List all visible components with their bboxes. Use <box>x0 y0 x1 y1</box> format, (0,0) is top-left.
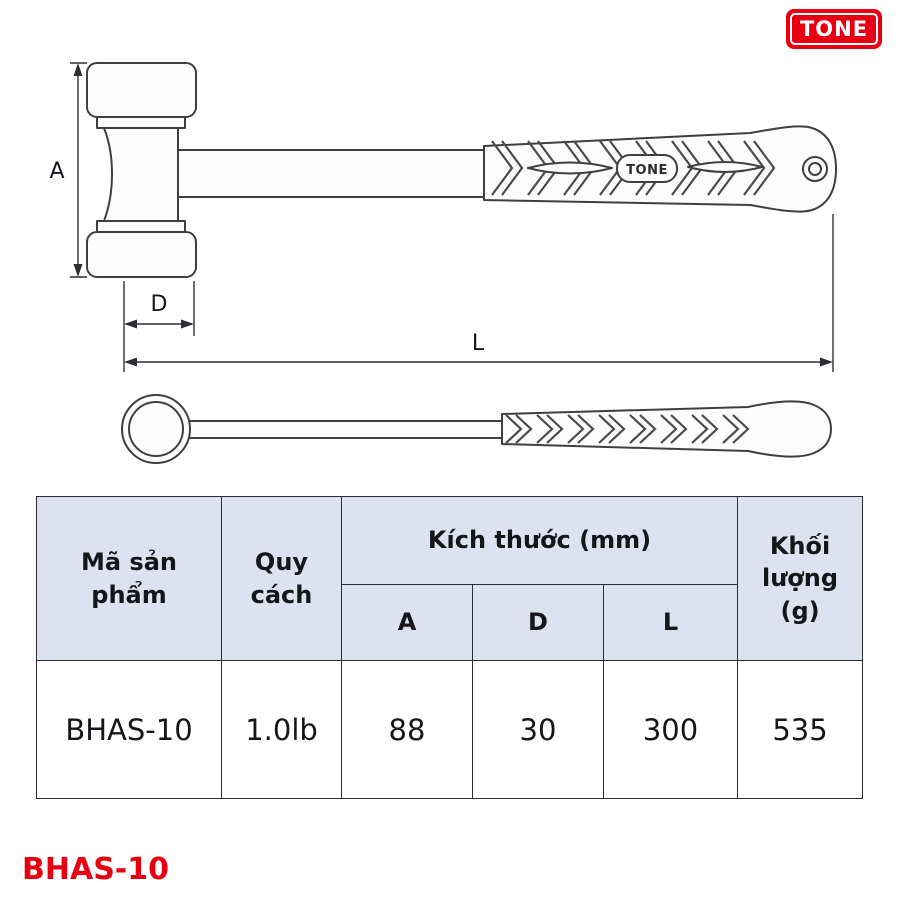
header-dimensions-group: Kích thước (mm) <box>340 496 739 585</box>
hammer-head <box>86 62 197 278</box>
cell-product-code: BHAS-10 <box>36 660 222 799</box>
dim-d-label: D <box>151 292 168 317</box>
table-row: BHAS-10 1.0lb 88 30 300 535 <box>36 660 864 799</box>
grip-slot-left <box>527 161 613 175</box>
dimension-l: L <box>124 214 834 372</box>
cell-dim-l: 300 <box>602 660 739 799</box>
header-dim-a: A <box>341 584 473 661</box>
top-view-grip <box>501 400 832 458</box>
header-weight: Khối lượng (g) <box>737 496 864 661</box>
header-dim-l: L <box>602 584 739 661</box>
spec-table: Mã sản phẩm Quy cách Kích thước (mm) Khố… <box>36 496 864 799</box>
side-view: TONE <box>86 62 837 278</box>
cell-spec: 1.0lb <box>221 660 342 799</box>
dimension-d: D <box>123 281 195 372</box>
cell-weight: 535 <box>737 660 864 799</box>
tone-logo-text: TONE <box>799 17 869 41</box>
tone-brand-logo: TONE <box>786 9 882 49</box>
hammer-grip: TONE <box>483 125 837 213</box>
lanyard-hole-inner <box>808 162 822 176</box>
top-view <box>121 394 832 464</box>
tone-logo-frame: TONE <box>790 13 878 45</box>
grip-brand-badge <box>616 154 678 183</box>
dim-l-label: L <box>472 331 485 356</box>
header-dim-d: D <box>472 584 604 661</box>
dimension-a: A <box>49 62 87 278</box>
top-view-head-inner <box>128 401 184 457</box>
header-product-code: Mã sản phẩm <box>36 496 222 661</box>
hammer-technical-drawing: TONE A D L <box>49 62 837 464</box>
dim-a-label: A <box>49 159 64 184</box>
hammer-handle <box>177 149 491 198</box>
top-view-shaft <box>187 420 503 439</box>
grip-slot-right <box>687 161 763 173</box>
header-spec: Quy cách <box>221 496 342 661</box>
grip-brand-text: TONE <box>626 163 668 178</box>
cell-dim-d: 30 <box>472 660 604 799</box>
cell-dim-a: 88 <box>341 660 473 799</box>
top-view-chevron-pattern <box>505 414 750 444</box>
footer-product-code: BHAS-10 <box>22 852 169 887</box>
